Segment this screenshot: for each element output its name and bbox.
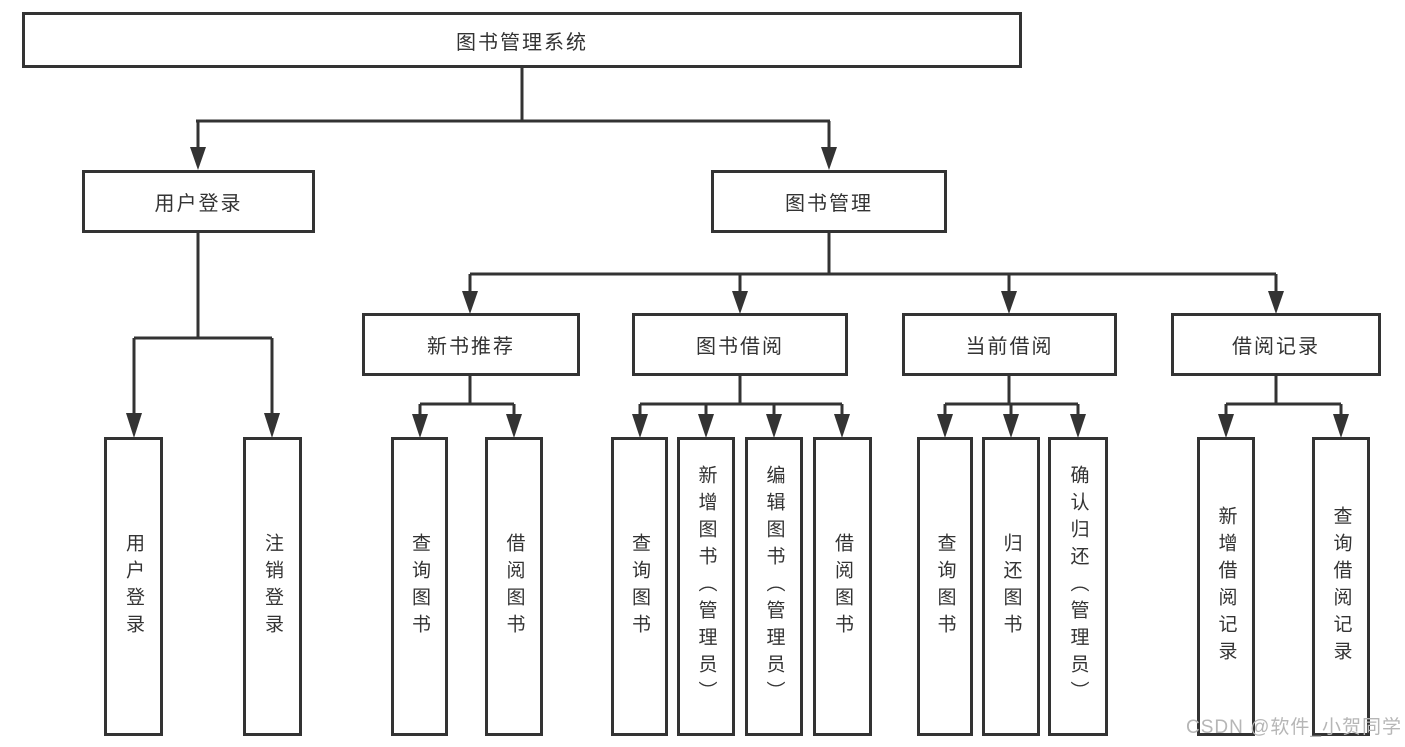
leaf-query-books-current: 查询图书 [917, 437, 973, 736]
node-borrow-records: 借阅记录 [1171, 313, 1381, 376]
leaf-add-book-admin: 新增图书（管理员） [677, 437, 735, 736]
leaf-query-books-current-label: 查询图书 [934, 532, 956, 641]
leaf-borrow-books-recommend: 借阅图书 [485, 437, 543, 736]
node-new-book-recommend: 新书推荐 [362, 313, 580, 376]
leaf-user-login: 用户登录 [104, 437, 163, 736]
leaf-return-book: 归还图书 [982, 437, 1040, 736]
leaf-query-books-recommend: 查询图书 [391, 437, 448, 736]
leaf-return-book-label: 归还图书 [1000, 532, 1022, 641]
leaf-user-login-label: 用户登录 [123, 532, 144, 641]
leaf-query-borrow-record-label: 查询借阅记录 [1330, 505, 1352, 668]
node-root-system: 图书管理系统 [22, 12, 1022, 68]
leaf-query-books-recommend-label: 查询图书 [409, 532, 430, 641]
leaf-query-books-borrow-label: 查询图书 [629, 532, 650, 641]
leaf-edit-book-admin: 编辑图书（管理员） [745, 437, 803, 736]
leaf-confirm-return-admin-label: 确认归还（管理员） [1067, 465, 1089, 708]
connector-userlogin-to-leaves [126, 232, 280, 438]
connector-bookborrow-to-leaves [632, 375, 850, 438]
connector-currentborrow-to-leaves [937, 375, 1086, 438]
leaf-borrow-books: 借阅图书 [813, 437, 872, 736]
node-current-borrow: 当前借阅 [902, 313, 1117, 376]
leaf-query-books-borrow: 查询图书 [611, 437, 668, 736]
leaf-add-borrow-record-label: 新增借阅记录 [1215, 505, 1237, 668]
leaf-add-borrow-record: 新增借阅记录 [1197, 437, 1255, 736]
connector-bookmgmt-to-level3 [462, 232, 1284, 314]
node-book-borrow: 图书借阅 [632, 313, 848, 376]
leaf-edit-book-admin-label: 编辑图书（管理员） [763, 465, 785, 708]
leaf-borrow-books-recommend-label: 借阅图书 [503, 532, 525, 641]
csdn-watermark: CSDN @软件_小贺同学 [1186, 717, 1402, 738]
node-user-login: 用户登录 [82, 170, 315, 233]
connector-borrowrecords-to-leaves [1218, 375, 1349, 438]
connector-root-to-level2 [190, 67, 837, 170]
leaf-borrow-books-label: 借阅图书 [832, 532, 853, 641]
leaf-logout-label: 注销登录 [262, 532, 283, 641]
leaf-add-book-admin-label: 新增图书（管理员） [695, 465, 717, 708]
connector-newbook-to-leaves [412, 375, 522, 438]
leaf-confirm-return-admin: 确认归还（管理员） [1048, 437, 1108, 736]
node-book-management: 图书管理 [711, 170, 947, 233]
leaf-query-borrow-record: 查询借阅记录 [1312, 437, 1370, 736]
leaf-logout: 注销登录 [243, 437, 302, 736]
